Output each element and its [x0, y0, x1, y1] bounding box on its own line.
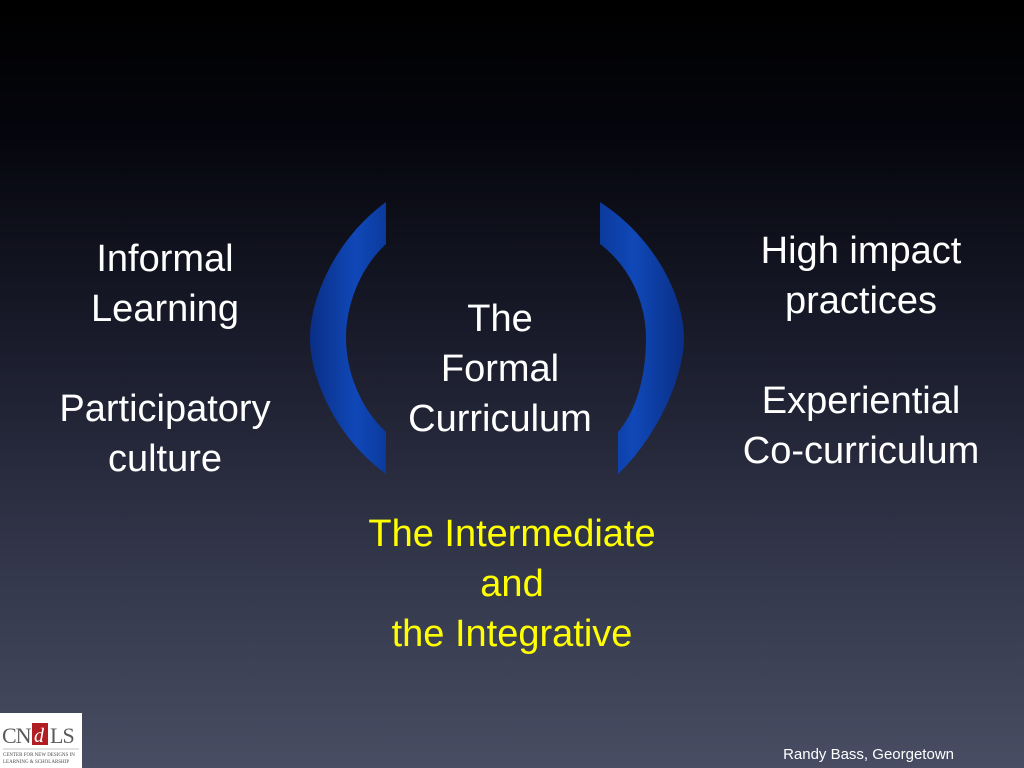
intermediate-label: The Intermediate: [368, 513, 656, 555]
participatory-label: Participatory: [59, 388, 271, 430]
curriculum-label: Curriculum: [408, 398, 592, 440]
experiential-label: Experiential: [761, 380, 961, 422]
culture-label: culture: [107, 438, 223, 480]
svg-text:CN: CN: [2, 723, 32, 748]
learning-label: Learning: [91, 288, 239, 330]
co-curriculum-label: Co-curriculum: [742, 430, 980, 472]
cndls-logo-mark: CN d LS CENTER FOR NEW DESIGNS IN LEARNI…: [2, 723, 79, 765]
author-credit: Randy Bass, Georgetown: [783, 746, 954, 763]
high-impact-group: High impact practices Experiential Co-cu…: [716, 226, 1006, 476]
svg-text:d: d: [34, 725, 45, 747]
left-bracket-icon: [310, 202, 386, 474]
practices-label: practices: [784, 280, 938, 322]
cndls-logo: CN d LS CENTER FOR NEW DESIGNS IN LEARNI…: [0, 713, 82, 768]
svg-text:LS: LS: [50, 723, 74, 748]
intermediate-integrative-group: The Intermediate and the Integrative: [322, 509, 702, 659]
right-bracket-icon: [600, 202, 684, 474]
formal-curriculum-group: The Formal Curriculum: [380, 294, 620, 444]
high-impact-label: High impact: [760, 230, 962, 272]
svg-text:LEARNING & SCHOLARSHIP: LEARNING & SCHOLARSHIP: [3, 760, 69, 765]
formal-label: Formal: [440, 348, 560, 390]
svg-text:CENTER FOR NEW DESIGNS IN: CENTER FOR NEW DESIGNS IN: [3, 753, 75, 758]
the-label: The: [467, 298, 533, 340]
informal-label: Informal: [96, 238, 234, 280]
integrative-label: the Integrative: [391, 613, 633, 655]
and-label: and: [480, 563, 544, 605]
informal-learning-group: Informal Learning Participatory culture: [34, 234, 296, 484]
